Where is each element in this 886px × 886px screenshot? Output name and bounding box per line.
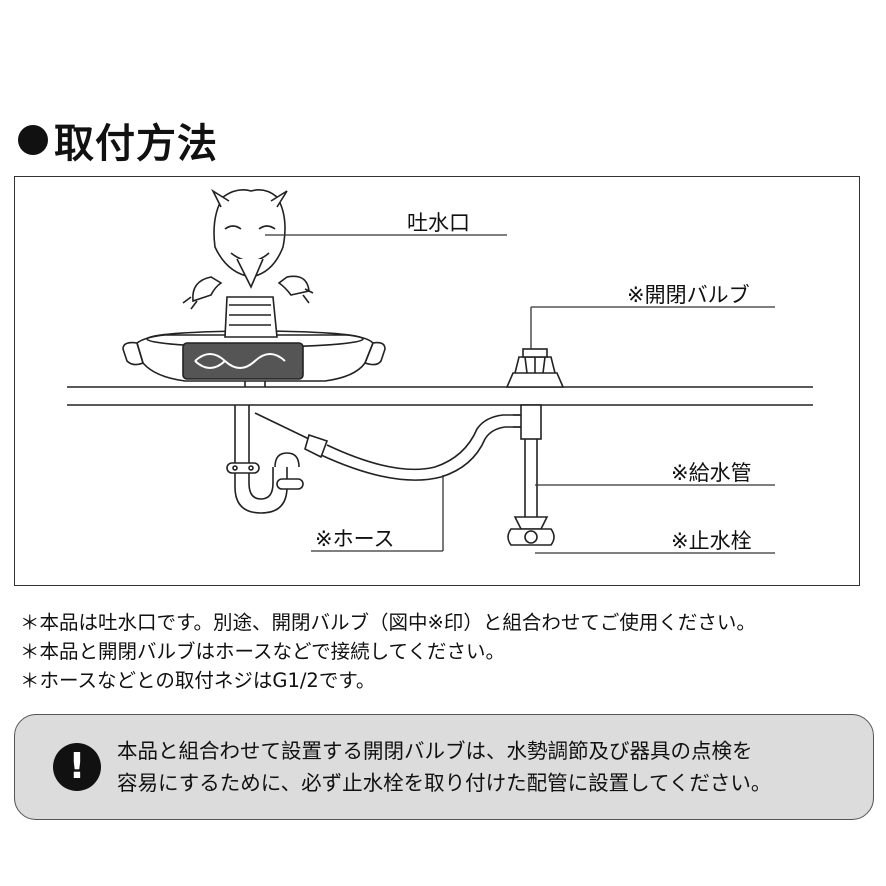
note-item: ＊本品は吐水口です。別途、開閉バルブ（図中※印）と組合わせてご使用ください。 (20, 611, 756, 634)
leader-lines (265, 234, 775, 554)
bullet-dot-icon (18, 125, 48, 155)
hose-label: ※ホース (315, 527, 395, 551)
hose (254, 412, 521, 481)
warning-text: 本品と組合わせて設置する開閉バルブは、水勢調節及び器具の点検を 容易にするために… (117, 735, 771, 799)
basin-bowl (122, 330, 386, 387)
diagram-illustration (67, 188, 813, 554)
stop-valve-label: ※止水栓 (671, 529, 752, 553)
exclamation-icon: ! (53, 743, 101, 791)
supply-pipe-label: ※給水管 (671, 461, 752, 485)
note-item: ＊本品と開閉バルブはホースなどで接続してください。 (20, 640, 505, 663)
installation-diagram: 吐水口 ※開閉バルブ ※給水管 ※ホース ※止水栓 (14, 176, 860, 586)
section-heading: 取付方法 (18, 112, 218, 168)
warning-line: 容易にするために、必ず止水栓を取り付けた配管に設置してください。 (117, 771, 772, 795)
valve-label: ※開閉バルブ (627, 283, 750, 307)
note-item: ＊ホースなどとの取付ネジはG1/2です。 (20, 669, 376, 692)
section-title: 取付方法 (54, 121, 218, 167)
notes-list: ＊本品は吐水口です。別途、開閉バルブ（図中※印）と組合わせてご使用ください。 ＊… (20, 608, 756, 695)
valve-fixture (505, 348, 565, 388)
warning-line: 本品と組合わせて設置する開閉バルブは、水勢調節及び器具の点検を (117, 739, 753, 763)
dragon-spout (182, 188, 314, 338)
spout-label: 吐水口 (407, 211, 470, 235)
warning-box: ! 本品と組合わせて設置する開閉バルブは、水勢調節及び器具の点検を 容易にするた… (14, 714, 874, 820)
drain-trap (226, 405, 304, 514)
supply-pipe (507, 404, 555, 546)
